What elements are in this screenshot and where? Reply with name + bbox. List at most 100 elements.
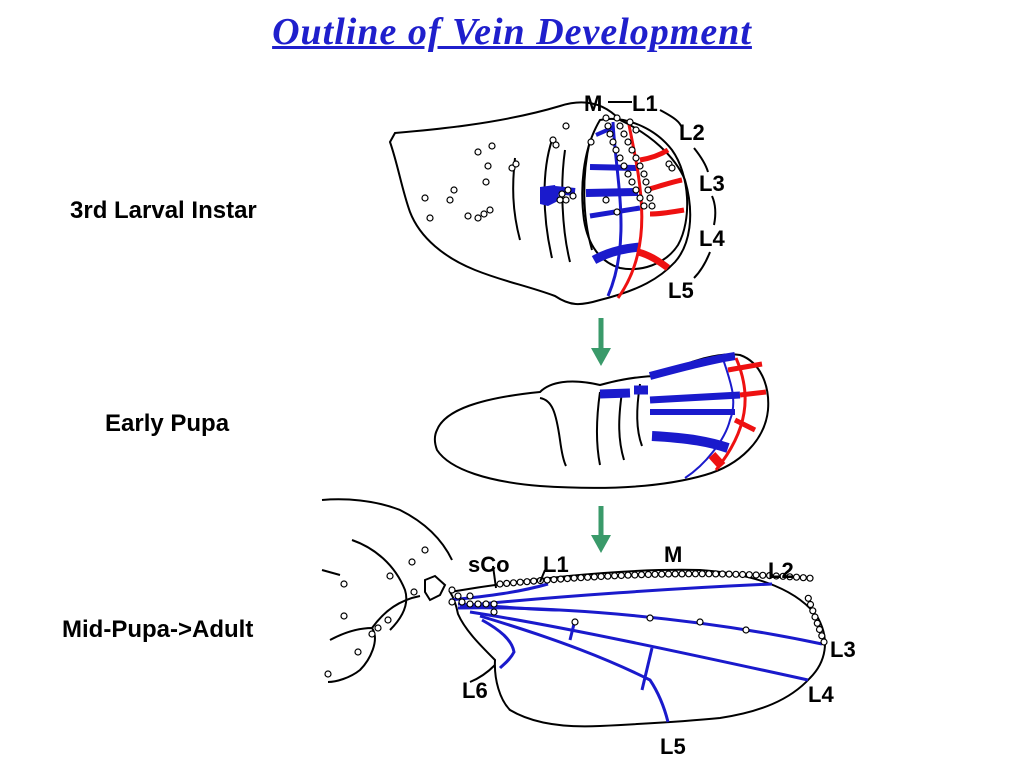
margin-bristle-cell [752, 571, 760, 579]
stage-label-adult: Mid-Pupa->Adult [62, 616, 254, 643]
adult-label-l4: L4 [808, 682, 834, 707]
adult-wing [424, 568, 826, 728]
larval-label-l4: L4 [699, 226, 725, 251]
margin-bristle-cell [804, 594, 812, 602]
adult-label-lines [469, 565, 546, 683]
early-pupa-fold-2 [596, 391, 601, 466]
pouch-oval [581, 118, 689, 271]
margin-bristle-cell [712, 570, 720, 578]
margin-bristle-cell [530, 577, 538, 585]
margin-bristle-cell [637, 571, 646, 579]
page-title: Outline of Vein Development [272, 11, 752, 53]
early-pupa-wing [433, 353, 770, 489]
early-pupa-red-veins [708, 357, 767, 471]
margin-bristle-cell [590, 573, 598, 581]
stage-label-larval: 3rd Larval Instar [70, 197, 257, 224]
larval-cells [421, 114, 676, 222]
margin-bristle-cell [745, 571, 753, 579]
margin-bristle-cell [806, 574, 814, 582]
vein-l4 [469, 610, 809, 682]
margin-bristle-cell [516, 578, 524, 586]
larval-label-l3: L3 [699, 171, 725, 196]
margin-bristle-cell [813, 619, 821, 627]
margin-bristle-cell [610, 572, 619, 580]
adult-vein-cells [448, 586, 750, 634]
margin-bristle-cell [577, 574, 585, 582]
margin-bristle-cell [759, 571, 767, 579]
margin-bristle-cell [732, 570, 740, 578]
margin-bristle-cell [779, 572, 787, 580]
margin-bristle-cell [698, 570, 706, 578]
adult-label-sco: sCo [468, 552, 510, 577]
larval-disc-outline [388, 101, 692, 306]
margin-bristle-cell [705, 570, 713, 578]
hinge-sclerite [424, 574, 447, 602]
vein-pcv [640, 647, 654, 691]
margin-bristle-cell [685, 570, 693, 578]
margin-bristle-cell [725, 570, 733, 578]
vein-l5 [479, 614, 670, 723]
margin-bristle-cell [820, 638, 828, 646]
margin-bristle-cell [557, 575, 565, 583]
vein-l6 [481, 618, 516, 670]
margin-bristle-cell [563, 574, 572, 583]
margin-bristle-cell [597, 572, 605, 581]
adult-label-l3: L3 [830, 637, 856, 662]
margin-bristle-cell [624, 571, 632, 579]
stage-label-early-pupa: Early Pupa [105, 410, 230, 437]
arrow-down-icon [591, 506, 611, 553]
margin-bristle-cell [809, 607, 817, 615]
margin-bristle-cell [631, 571, 639, 579]
adult-label-l5: L5 [660, 734, 686, 759]
early-pupa-outline [433, 353, 770, 489]
adult-margin-bristles [496, 570, 828, 646]
adult-blue-veins [449, 582, 823, 723]
margin-bristle-cell [718, 570, 727, 578]
arrow-down-icon [591, 318, 611, 366]
adult-thorax [321, 498, 453, 683]
vein-l2 [459, 582, 773, 608]
margin-bristle-cell [651, 570, 659, 578]
adult-label-l6: L6 [462, 678, 488, 703]
adult-label-l2: L2 [768, 558, 794, 583]
larval-label-l2: L2 [679, 120, 705, 145]
adult-thorax-cells [324, 546, 429, 678]
margin-bristle-cell [792, 573, 801, 581]
margin-bristle-cell [583, 573, 592, 581]
hinge-fold-3 [561, 149, 571, 263]
adult-label-m: M [664, 542, 682, 567]
early-pupa-blue-veins [599, 352, 741, 479]
margin-bristle-cell [678, 570, 686, 578]
margin-bristle-cell [617, 571, 625, 580]
margin-bristle-cell [806, 600, 815, 609]
margin-bristle-cell [818, 632, 826, 640]
margin-bristle-cell [671, 570, 679, 578]
early-pupa-fold-1 [539, 397, 567, 467]
larval-wing-disc [388, 101, 692, 306]
margin-bristle-cell [738, 570, 747, 579]
margin-bristle-cell [658, 570, 666, 578]
margin-bristle-cell [570, 574, 578, 582]
margin-bristle-cell [509, 579, 518, 587]
adult-wing-outline [448, 568, 826, 728]
margin-bristle-cell [815, 625, 824, 634]
adult-label-l1: L1 [543, 552, 569, 577]
pouch-inner-fold [583, 139, 593, 251]
margin-bristle-cell [664, 570, 673, 578]
margin-bristle-cell [799, 574, 807, 582]
margin-bristle-cell [604, 572, 612, 580]
larval-blue-veins [585, 121, 641, 297]
margin-bristle-cell [765, 571, 774, 580]
margin-bristle-cell [496, 580, 504, 588]
margin-bristle-cell [786, 573, 794, 581]
margin-bristle-cell [543, 576, 551, 584]
larval-label-arcs [659, 109, 717, 279]
margin-bristle-cell [691, 570, 700, 578]
margin-bristle-cell [550, 575, 558, 584]
larval-label-m: M [584, 91, 602, 116]
larval-label-l1: L1 [632, 91, 658, 116]
margin-bristle-cell [811, 613, 819, 621]
margin-bristle-cell [503, 579, 511, 588]
larval-red-veins [616, 119, 685, 299]
